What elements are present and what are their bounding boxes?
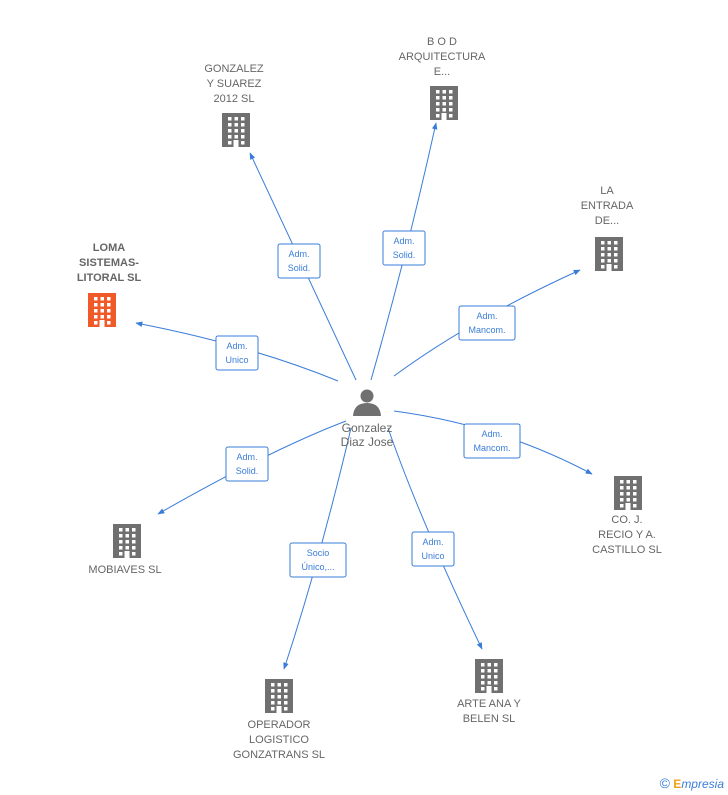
company-name-line: BELEN SL xyxy=(463,713,516,725)
relation-label-text: Mancom. xyxy=(473,443,510,453)
company-name-line: LOMA xyxy=(93,242,125,254)
company-name-line: GONZATRANS SL xyxy=(233,749,325,761)
relation-label-text: Adm. xyxy=(476,311,497,321)
company-name-line: MOBIAVES SL xyxy=(88,564,161,576)
building-icon xyxy=(88,293,116,327)
relation-arte-ana[interactable]: Adm. Unico xyxy=(387,427,483,650)
company-node-gonzalez-y-suarez[interactable]: GONZALEZ Y SUAREZ 2012 SL xyxy=(204,63,264,147)
relation-arrow xyxy=(387,427,483,650)
brand-logo-initial: E xyxy=(673,777,682,791)
company-name-line: E... xyxy=(434,66,451,78)
relation-label-box[interactable] xyxy=(458,305,516,341)
company-name-line: 2012 SL xyxy=(214,93,255,105)
company-name-line: Y SUAREZ xyxy=(207,78,262,90)
relation-label-box[interactable] xyxy=(215,335,259,371)
company-node-bod-arquitectura[interactable]: B O D ARQUITECTURA E... xyxy=(399,36,486,120)
company-name-line: RECIO Y A. xyxy=(598,529,656,541)
relation-label-text: Adm. xyxy=(236,452,257,462)
relation-label-box[interactable] xyxy=(382,230,426,266)
relation-label-text: Solid. xyxy=(236,466,259,476)
relation-label-text: Unico xyxy=(421,551,444,561)
company-node-operador-logistico[interactable]: OPERADOR LOGISTICO GONZATRANS SL xyxy=(233,679,325,761)
relation-bod-arquitectura[interactable]: Adm. Solid. xyxy=(370,122,438,381)
relation-loma-sistemas[interactable]: Adm. Unico xyxy=(135,321,339,382)
relation-label-box[interactable] xyxy=(411,531,455,567)
relation-label-box[interactable] xyxy=(277,243,321,279)
footer-brand[interactable]: © Empresia xyxy=(660,775,724,791)
company-node-loma-sistemas[interactable]: LOMA SISTEMAS- LITORAL SL xyxy=(77,242,142,327)
company-name-line: B O D xyxy=(427,36,457,48)
company-name-line: ARTE ANA Y xyxy=(457,698,521,710)
building-icon xyxy=(595,237,623,271)
relation-label-text: Único,... xyxy=(301,562,334,572)
building-icon xyxy=(475,659,503,693)
relation-label-text: Solid. xyxy=(288,263,311,273)
relation-label-text: Adm. xyxy=(226,341,247,351)
relation-label-text: Mancom. xyxy=(468,325,505,335)
company-node-arte-ana[interactable]: ARTE ANA Y BELEN SL xyxy=(457,659,522,725)
company-node-co-j-recio[interactable]: CO. J. RECIO Y A. CASTILLO SL xyxy=(592,476,662,556)
relation-label-box[interactable] xyxy=(289,542,347,578)
relation-mobiaves[interactable]: Adm. Solid. xyxy=(157,420,347,515)
building-icon xyxy=(430,86,458,120)
relation-label-text: Adm. xyxy=(288,249,309,259)
relation-label-box[interactable] xyxy=(463,423,521,459)
building-icon xyxy=(113,524,141,558)
building-icon xyxy=(614,476,642,510)
company-node-mobiaves[interactable]: MOBIAVES SL xyxy=(88,524,162,576)
company-name-line: CASTILLO SL xyxy=(592,544,662,556)
company-name-line: LITORAL SL xyxy=(77,272,142,284)
company-name-line: DE... xyxy=(595,215,619,227)
person-icon xyxy=(353,389,381,416)
relation-label-text: Socio xyxy=(307,548,330,558)
relation-gonzalez-y-suarez[interactable]: Adm. Solid. xyxy=(249,152,357,381)
relation-operador-logistico[interactable]: SocioÚnico,... xyxy=(283,427,352,670)
relation-label-text: Adm. xyxy=(422,537,443,547)
relation-label-text: Adm. xyxy=(481,429,502,439)
company-name-line: SISTEMAS- xyxy=(79,257,139,269)
person-name-line: Diaz Jose xyxy=(341,435,394,449)
company-name-line: ENTRADA xyxy=(581,200,634,212)
building-icon xyxy=(222,113,250,147)
company-name-line: CO. J. xyxy=(611,514,642,526)
relation-label-box[interactable] xyxy=(225,446,269,482)
company-name-line: LA xyxy=(600,185,614,197)
company-name-line: GONZALEZ xyxy=(204,63,264,75)
company-name-line: ARQUITECTURA xyxy=(399,51,486,63)
relation-label-text: Solid. xyxy=(393,250,416,260)
building-icon xyxy=(265,679,293,713)
person-name-line: Gonzalez xyxy=(342,421,393,435)
relation-la-entrada[interactable]: Adm. Mancom. xyxy=(393,269,581,377)
relation-label-text: Adm. xyxy=(393,236,414,246)
company-node-la-entrada[interactable]: LA ENTRADA DE... xyxy=(581,185,634,271)
brand-logo-text: mpresia xyxy=(681,777,724,791)
copyright-icon: © xyxy=(659,775,670,791)
relation-label-text: Unico xyxy=(225,355,248,365)
company-name-line: LOGISTICO xyxy=(249,734,309,746)
company-name-line: OPERADOR xyxy=(248,719,311,731)
relation-co-j-recio[interactable]: Adm. Mancom. xyxy=(393,410,593,475)
